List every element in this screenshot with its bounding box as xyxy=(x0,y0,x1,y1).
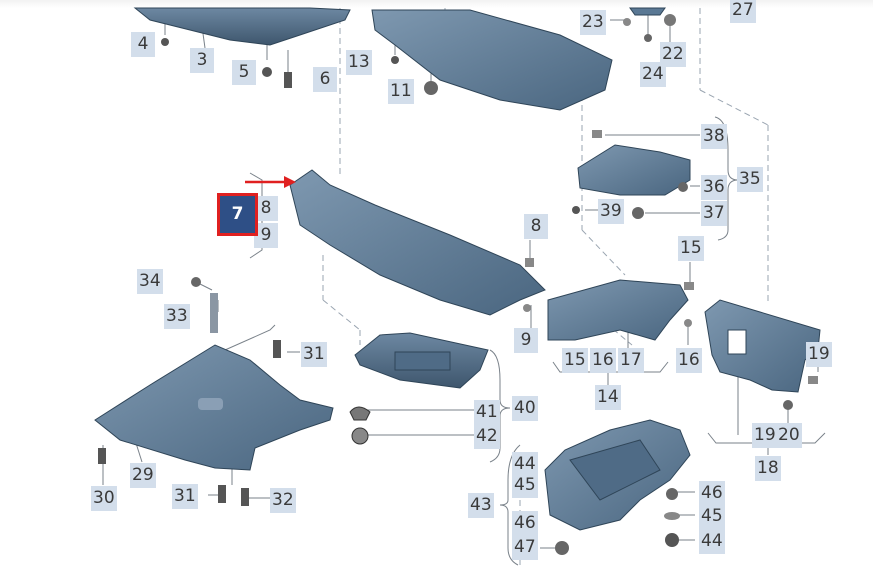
part-label-19-lower[interactable]: 19 xyxy=(752,423,778,448)
bolt-icon xyxy=(218,485,226,503)
clip-icon xyxy=(525,258,534,267)
clip-icon xyxy=(555,541,569,555)
bolt-icon xyxy=(161,38,169,46)
bolt-icon xyxy=(665,533,679,547)
clip-icon xyxy=(632,207,644,219)
clip-icon xyxy=(666,488,678,500)
part-label-33[interactable]: 33 xyxy=(164,304,190,329)
part-label-3[interactable]: 3 xyxy=(190,48,214,73)
top-bar xyxy=(0,0,873,8)
part-label-31[interactable]: 31 xyxy=(301,342,327,367)
part-label-42[interactable]: 42 xyxy=(474,424,500,449)
clip-icon xyxy=(684,282,694,290)
washer-icon xyxy=(664,512,680,520)
part-label-16[interactable]: 16 xyxy=(676,348,702,373)
nut-icon xyxy=(623,18,631,26)
part-label-18[interactable]: 18 xyxy=(755,456,781,481)
selected-part-label-7[interactable]: 7 xyxy=(217,193,258,236)
part-label-43[interactable]: 43 xyxy=(468,493,494,518)
part-label-36[interactable]: 36 xyxy=(701,175,727,200)
part-label-44-upper[interactable]: 44 xyxy=(512,452,538,477)
part-label-8-partial[interactable]: 8 xyxy=(254,196,278,221)
part-label-13[interactable]: 13 xyxy=(346,50,372,75)
arrow-head-icon xyxy=(284,176,296,188)
grommet-icon xyxy=(349,406,371,421)
nut-icon xyxy=(523,304,531,312)
part-label-4[interactable]: 4 xyxy=(131,32,155,57)
part-label-15[interactable]: 15 xyxy=(678,236,704,261)
part-label-47[interactable]: 47 xyxy=(512,535,538,560)
small-shield-part xyxy=(577,144,691,196)
nut-icon xyxy=(262,67,272,77)
part-label-38[interactable]: 38 xyxy=(701,124,727,149)
part-label-32[interactable]: 32 xyxy=(270,488,296,513)
part-label-27[interactable]: 27 xyxy=(730,0,756,23)
clip-icon xyxy=(424,81,438,95)
part-label-45-upper[interactable]: 45 xyxy=(512,473,538,498)
part-label-46-left[interactable]: 46 xyxy=(512,511,538,536)
part-label-46[interactable]: 46 xyxy=(699,481,725,506)
part-label-39[interactable]: 39 xyxy=(598,199,624,224)
clip-icon xyxy=(351,427,369,445)
part-label-24[interactable]: 24 xyxy=(640,62,666,87)
part-label-45[interactable]: 45 xyxy=(699,504,725,529)
part-label-15-lower[interactable]: 15 xyxy=(562,348,588,373)
tray-recess xyxy=(394,351,451,371)
part-label-22[interactable]: 22 xyxy=(660,42,686,67)
shield-cutout xyxy=(727,329,747,355)
bolt-icon xyxy=(572,206,580,214)
part-label-16-lower[interactable]: 16 xyxy=(590,348,616,373)
tub-recess xyxy=(569,439,661,501)
tunnel-heat-shield-part xyxy=(289,169,546,316)
nut-icon xyxy=(678,182,688,192)
part-label-17[interactable]: 17 xyxy=(618,348,644,373)
nut-icon xyxy=(783,400,793,410)
nut-icon xyxy=(684,319,692,327)
part-label-9[interactable]: 9 xyxy=(514,328,538,353)
bolt-icon xyxy=(98,448,106,464)
clip-icon xyxy=(808,376,818,384)
shield-vent xyxy=(198,398,223,410)
bolt-icon xyxy=(391,56,399,64)
rear-shield-part xyxy=(704,299,821,393)
stay-rod-part xyxy=(210,293,218,333)
part-label-11[interactable]: 11 xyxy=(388,79,414,104)
part-label-6[interactable]: 6 xyxy=(313,67,337,92)
side-shield-part xyxy=(547,279,689,341)
part-label-23[interactable]: 23 xyxy=(580,10,606,35)
part-label-31-lower[interactable]: 31 xyxy=(172,484,198,509)
part-label-37[interactable]: 37 xyxy=(701,201,727,226)
part-label-14[interactable]: 14 xyxy=(595,385,621,410)
part-label-9-partial[interactable]: 9 xyxy=(254,223,278,248)
bracket-part xyxy=(629,7,666,16)
part-label-40[interactable]: 40 xyxy=(512,396,538,421)
underbody-shield-part xyxy=(133,7,351,46)
bolt-icon xyxy=(273,340,281,358)
part-label-5[interactable]: 5 xyxy=(232,60,256,85)
part-label-30[interactable]: 30 xyxy=(91,486,117,511)
part-label-35[interactable]: 35 xyxy=(737,167,763,192)
bolt-icon xyxy=(241,488,249,506)
clip-icon xyxy=(664,14,676,26)
center-tunnel-panel-part xyxy=(371,9,613,111)
part-label-20[interactable]: 20 xyxy=(776,423,802,448)
part-label-44[interactable]: 44 xyxy=(699,529,725,554)
part-label-29[interactable]: 29 xyxy=(130,463,156,488)
bolt-icon xyxy=(284,72,292,88)
part-label-8[interactable]: 8 xyxy=(524,214,548,239)
clip-icon xyxy=(592,130,602,138)
part-label-34[interactable]: 34 xyxy=(137,269,163,294)
bolt-icon xyxy=(191,277,201,287)
bolt-icon xyxy=(644,34,652,42)
part-label-41[interactable]: 41 xyxy=(474,400,500,425)
part-label-19[interactable]: 19 xyxy=(806,342,832,367)
